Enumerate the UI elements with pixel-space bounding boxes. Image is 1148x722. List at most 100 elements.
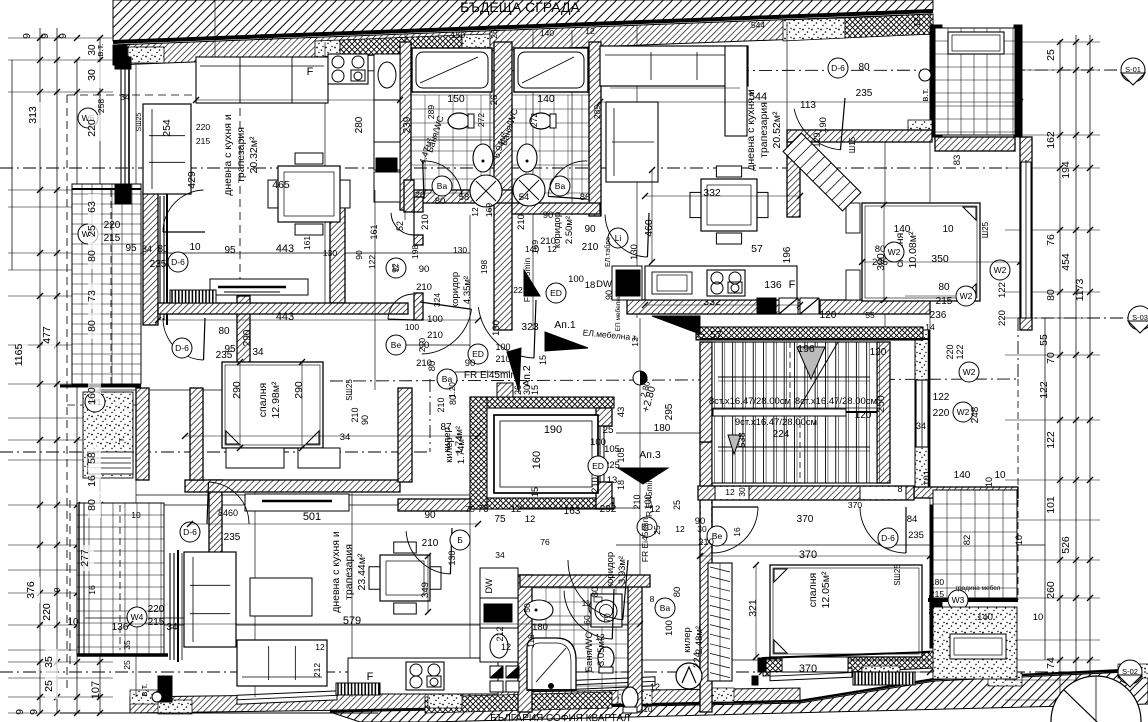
svg-text:спалня: спалня — [257, 383, 269, 417]
svg-text:290: 290 — [231, 381, 243, 399]
svg-text:90: 90 — [465, 358, 476, 369]
svg-text:Ап.2: Ап.2 — [521, 365, 533, 387]
svg-text:80: 80 — [218, 326, 230, 337]
svg-text:20.32м²: 20.32м² — [248, 136, 260, 173]
svg-text:105: 105 — [616, 447, 626, 462]
svg-text:324: 324 — [432, 293, 442, 307]
svg-text:194: 194 — [1060, 161, 1072, 179]
svg-text:10: 10 — [131, 510, 141, 520]
svg-text:12: 12 — [525, 514, 536, 525]
svg-text:258: 258 — [96, 99, 106, 113]
svg-text:80: 80 — [86, 250, 98, 262]
svg-text:12.98м²: 12.98м² — [270, 381, 282, 418]
svg-text:ED: ED — [641, 522, 653, 532]
svg-text:35: 35 — [43, 656, 55, 668]
svg-text:210: 210 — [420, 214, 431, 230]
svg-text:Ba: Ba — [660, 603, 671, 613]
svg-text:80: 80 — [672, 587, 683, 598]
svg-text:169: 169 — [484, 203, 494, 217]
svg-text:210: 210 — [350, 407, 360, 422]
svg-text:26: 26 — [489, 29, 499, 39]
svg-text:140: 140 — [977, 612, 993, 623]
svg-text:килер: килер — [442, 427, 453, 453]
svg-text:180: 180 — [654, 423, 671, 434]
svg-text:12: 12 — [650, 682, 660, 692]
svg-text:92: 92 — [390, 263, 400, 273]
svg-text:килер: килер — [682, 627, 693, 653]
svg-text:Ап.1: Ап.1 — [554, 319, 576, 331]
svg-text:370: 370 — [799, 549, 817, 561]
svg-text:10: 10 — [1014, 535, 1024, 545]
svg-text:120: 120 — [870, 347, 887, 358]
svg-text:F: F — [307, 66, 314, 78]
svg-text:12: 12 — [501, 642, 511, 652]
svg-text:280: 280 — [354, 116, 365, 133]
svg-text:БЪЛГАРИЯ СОФИЯ КВАРТАЛ: БЪЛГАРИЯ СОФИЯ КВАРТАЛ — [490, 713, 630, 722]
svg-text:136: 136 — [112, 622, 129, 633]
svg-text:101: 101 — [1045, 496, 1057, 514]
svg-text:SШ25: SШ25 — [928, 594, 937, 616]
svg-text:100: 100 — [568, 274, 584, 285]
svg-text:80: 80 — [1045, 289, 1057, 301]
svg-text:34: 34 — [142, 244, 152, 254]
svg-text:4.35м²: 4.35м² — [462, 276, 473, 304]
svg-text:120: 120 — [855, 410, 872, 421]
svg-text:122: 122 — [955, 344, 965, 359]
svg-text:235: 235 — [908, 530, 924, 541]
svg-text:34: 34 — [495, 550, 505, 560]
svg-text:9: 9 — [14, 709, 26, 715]
svg-text:260: 260 — [1045, 581, 1057, 599]
svg-text:W2: W2 — [888, 247, 901, 257]
svg-text:S-02: S-02 — [1122, 667, 1138, 676]
svg-text:30: 30 — [86, 69, 98, 81]
svg-text:Ba: Ba — [555, 181, 566, 191]
svg-text:90: 90 — [360, 415, 370, 425]
svg-text:Be: Be — [391, 340, 402, 350]
svg-text:130: 130 — [629, 244, 640, 260]
svg-text:D-6: D-6 — [171, 257, 185, 267]
svg-text:210: 210 — [632, 494, 642, 509]
svg-text:26: 26 — [489, 95, 500, 106]
svg-text:Т: Т — [119, 437, 126, 442]
svg-text:579: 579 — [343, 615, 361, 627]
svg-text:дневна с кухня и: дневна с кухня и — [222, 114, 234, 196]
svg-text:10: 10 — [1033, 612, 1044, 623]
svg-text:DW: DW — [484, 578, 494, 593]
svg-text:16: 16 — [732, 527, 742, 537]
svg-text:12: 12 — [547, 244, 557, 254]
svg-text:118: 118 — [526, 634, 536, 648]
svg-text:килер: килер — [444, 437, 455, 463]
svg-text:Ш25: Ш25 — [981, 221, 990, 238]
svg-text:501: 501 — [303, 511, 321, 523]
svg-text:212: 212 — [495, 626, 505, 641]
svg-text:196: 196 — [797, 343, 815, 355]
svg-text:34: 34 — [166, 622, 178, 633]
svg-text:10.08м²: 10.08м² — [907, 231, 919, 268]
svg-text:95: 95 — [224, 344, 236, 355]
svg-text:12.05м²: 12.05м² — [820, 571, 832, 608]
svg-text:122: 122 — [933, 392, 950, 403]
svg-text:10: 10 — [984, 477, 994, 487]
svg-text:8: 8 — [650, 594, 655, 604]
svg-text:161: 161 — [302, 236, 312, 250]
svg-text:SШ25: SШ25 — [893, 564, 902, 586]
svg-text:120: 120 — [820, 310, 837, 321]
svg-text:13: 13 — [607, 475, 618, 486]
svg-text:60: 60 — [582, 615, 592, 625]
svg-text:210: 210 — [422, 538, 439, 549]
svg-text:100: 100 — [664, 620, 675, 636]
svg-text:210: 210 — [416, 358, 432, 369]
svg-text:FR Ei45min: FR Ei45min — [640, 518, 650, 563]
svg-text:коридор: коридор — [552, 212, 563, 248]
svg-text:D-6: D-6 — [831, 63, 845, 73]
svg-text:210: 210 — [495, 354, 510, 364]
svg-text:100: 100 — [590, 437, 606, 448]
svg-text:526: 526 — [1060, 536, 1072, 554]
svg-text:80: 80 — [875, 244, 886, 255]
svg-text:10: 10 — [67, 617, 79, 628]
svg-text:58: 58 — [86, 452, 98, 464]
svg-text:180: 180 — [532, 622, 548, 633]
svg-text:76: 76 — [477, 504, 489, 515]
svg-text:20.52м²: 20.52м² — [771, 111, 783, 148]
svg-text:215: 215 — [104, 233, 121, 244]
